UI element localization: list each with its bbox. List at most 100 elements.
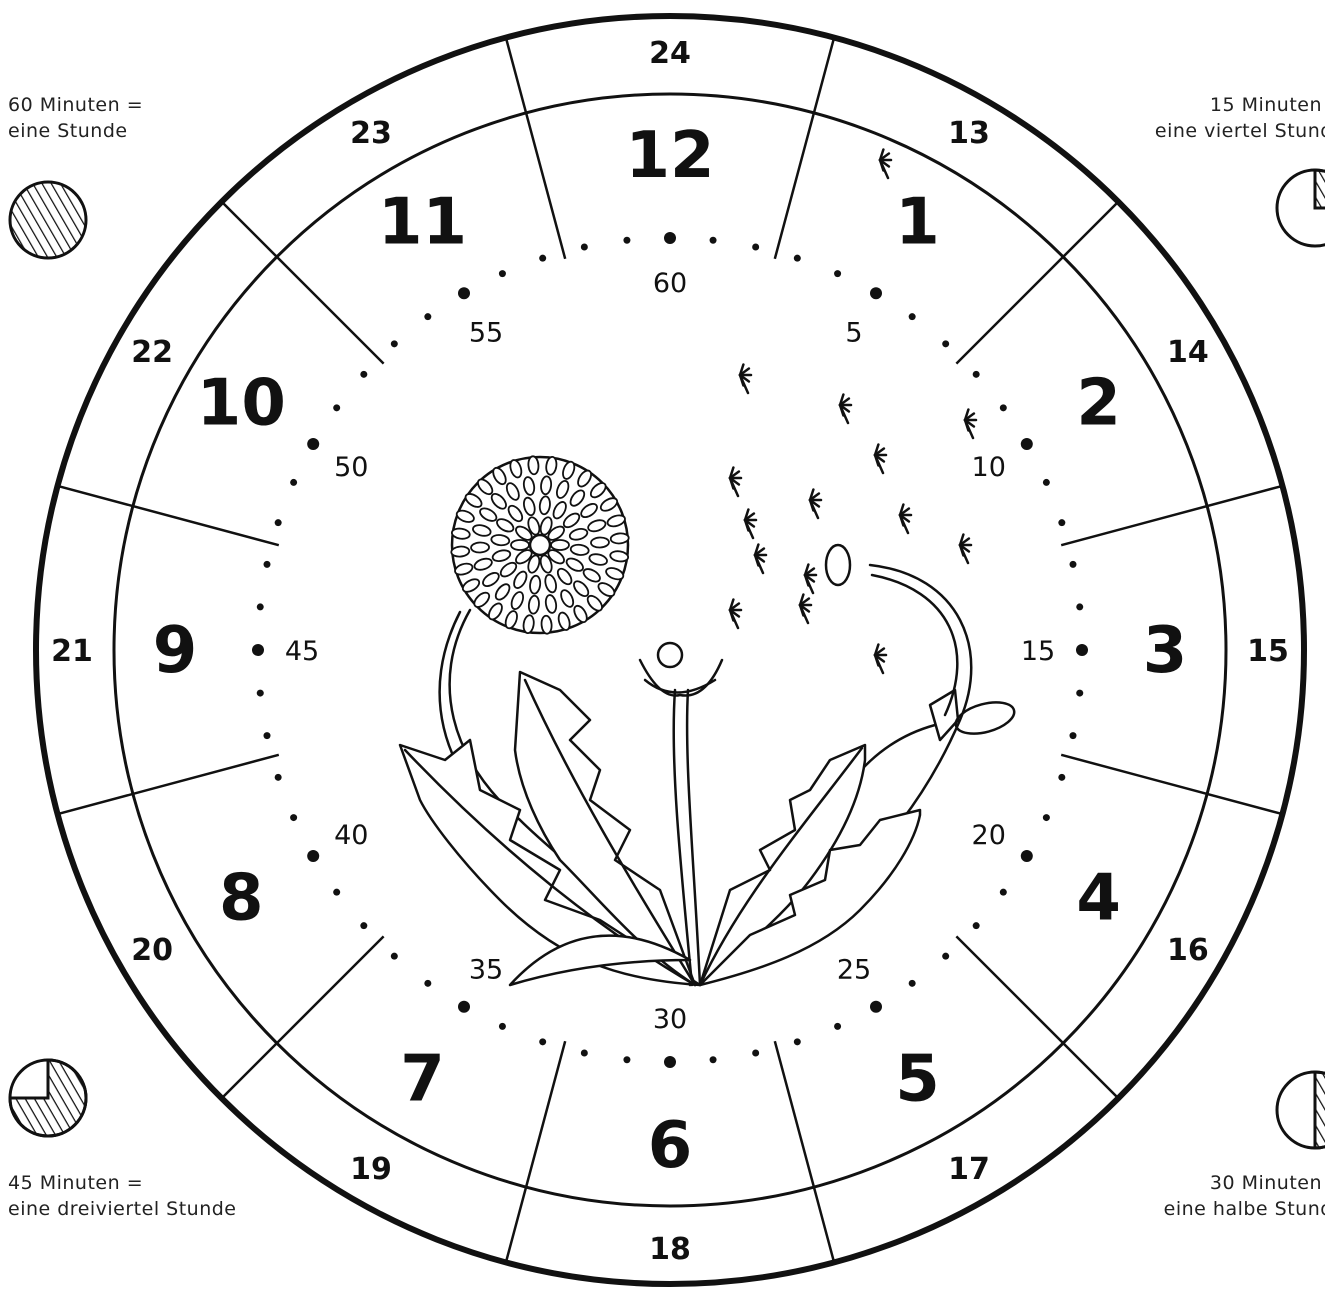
seed <box>875 645 886 673</box>
minute-dot <box>333 889 340 896</box>
dandelion-illustration <box>400 150 1018 985</box>
seed <box>960 535 971 563</box>
hour-number-24: 16 <box>1167 933 1209 968</box>
minute-dot <box>257 690 264 697</box>
note-half-hour-line1: 30 Minuten = <box>1164 1170 1325 1196</box>
note-three-quarter-hour: 45 Minuten = eine dreiviertel Stunde <box>8 1170 237 1222</box>
hour-divider <box>775 40 834 259</box>
hour-number: 7 <box>400 1043 445 1117</box>
note-three-quarter-hour-line1: 45 Minuten = <box>8 1170 237 1196</box>
minute-dot <box>264 732 271 739</box>
quarter-hour-circle <box>1277 170 1325 246</box>
seed <box>875 445 886 473</box>
seed <box>745 510 756 538</box>
note-three-quarter-hour-line2: eine dreiviertel Stunde <box>8 1196 237 1222</box>
minute-dot <box>581 1049 588 1056</box>
hour-number: 8 <box>219 862 264 936</box>
hour-divider <box>956 936 1117 1097</box>
seed <box>755 545 766 573</box>
minute-dot <box>290 479 297 486</box>
seed <box>840 395 851 423</box>
seed <box>800 595 811 623</box>
minute-dot <box>581 244 588 251</box>
minute-dot <box>794 255 801 262</box>
seed <box>965 410 976 438</box>
minute-dot <box>752 244 759 251</box>
seed <box>740 365 751 393</box>
minute-dot <box>1058 519 1065 526</box>
minute-dot <box>973 922 980 929</box>
hour-divider <box>506 1041 565 1260</box>
minute-dot <box>1076 644 1088 656</box>
hour-number-24: 15 <box>1247 634 1289 669</box>
minute-dot <box>1021 850 1033 862</box>
minute-dot <box>942 953 949 960</box>
minute-dot <box>870 1001 882 1013</box>
minute-dot <box>290 814 297 821</box>
minute-dot <box>973 371 980 378</box>
hour-number: 5 <box>895 1043 940 1117</box>
seed <box>805 565 816 593</box>
minute-dot <box>1021 438 1033 450</box>
note-quarter-hour-line1: 15 Minuten = <box>1155 92 1325 118</box>
minute-number: 45 <box>285 636 319 667</box>
hour-divider <box>775 1041 834 1260</box>
minute-dot <box>1069 732 1076 739</box>
hour-divider <box>1061 755 1280 814</box>
hour-number-24: 14 <box>1167 335 1209 370</box>
minute-dot <box>307 850 319 862</box>
hour-divider <box>60 755 279 814</box>
seed <box>730 468 741 496</box>
hour-number-24: 21 <box>51 634 93 669</box>
half-hour-circle <box>1277 1072 1325 1148</box>
note-quarter-hour: 15 Minuten = eine viertel Stunde <box>1155 92 1325 144</box>
hour-divider <box>1061 486 1280 545</box>
minute-dot <box>1000 404 1007 411</box>
minute-dot <box>623 1056 630 1063</box>
hour-divider <box>223 203 384 364</box>
minute-dot <box>664 1056 676 1068</box>
note-half-hour-line2: eine halbe Stunde <box>1164 1196 1325 1222</box>
hour-number-24: 18 <box>649 1232 691 1267</box>
seed <box>810 490 821 518</box>
hour-divider <box>506 40 565 259</box>
seed <box>730 600 741 628</box>
hour-number: 4 <box>1076 862 1121 936</box>
hour-number-24: 19 <box>350 1152 392 1187</box>
minute-number: 25 <box>837 955 871 986</box>
hour-divider <box>223 936 384 1097</box>
minute-dot <box>264 561 271 568</box>
minute-dot <box>1043 479 1050 486</box>
minute-dot <box>1076 603 1083 610</box>
minute-dot <box>424 313 431 320</box>
minute-dot <box>360 371 367 378</box>
minute-dot <box>333 404 340 411</box>
minute-number: 50 <box>334 452 368 483</box>
hour-divider <box>60 486 279 545</box>
minute-dot <box>752 1049 759 1056</box>
hour-number: 12 <box>625 119 714 193</box>
seedhead-stem-2 <box>872 575 957 715</box>
minute-dot <box>275 519 282 526</box>
minute-number: 20 <box>972 820 1006 851</box>
minute-dot <box>710 237 717 244</box>
minute-dot <box>942 340 949 347</box>
minute-number: 5 <box>845 317 862 348</box>
hour-number: 11 <box>378 185 467 259</box>
hour-number: 9 <box>153 614 198 688</box>
minute-dot <box>1076 690 1083 697</box>
seed-head <box>826 545 850 585</box>
hour-number-24: 23 <box>350 116 392 151</box>
minute-number: 55 <box>469 317 503 348</box>
minute-number: 10 <box>972 452 1006 483</box>
minute-dot <box>539 255 546 262</box>
minute-dot <box>1043 814 1050 821</box>
hour-number-24: 17 <box>948 1152 990 1187</box>
minute-dot <box>1058 774 1065 781</box>
hour-number: 6 <box>648 1109 693 1183</box>
minute-dot <box>458 1001 470 1013</box>
minute-dot <box>1069 561 1076 568</box>
hour-number-24: 13 <box>948 116 990 151</box>
minute-number: 60 <box>653 268 687 299</box>
full-hour-circle <box>10 182 86 258</box>
